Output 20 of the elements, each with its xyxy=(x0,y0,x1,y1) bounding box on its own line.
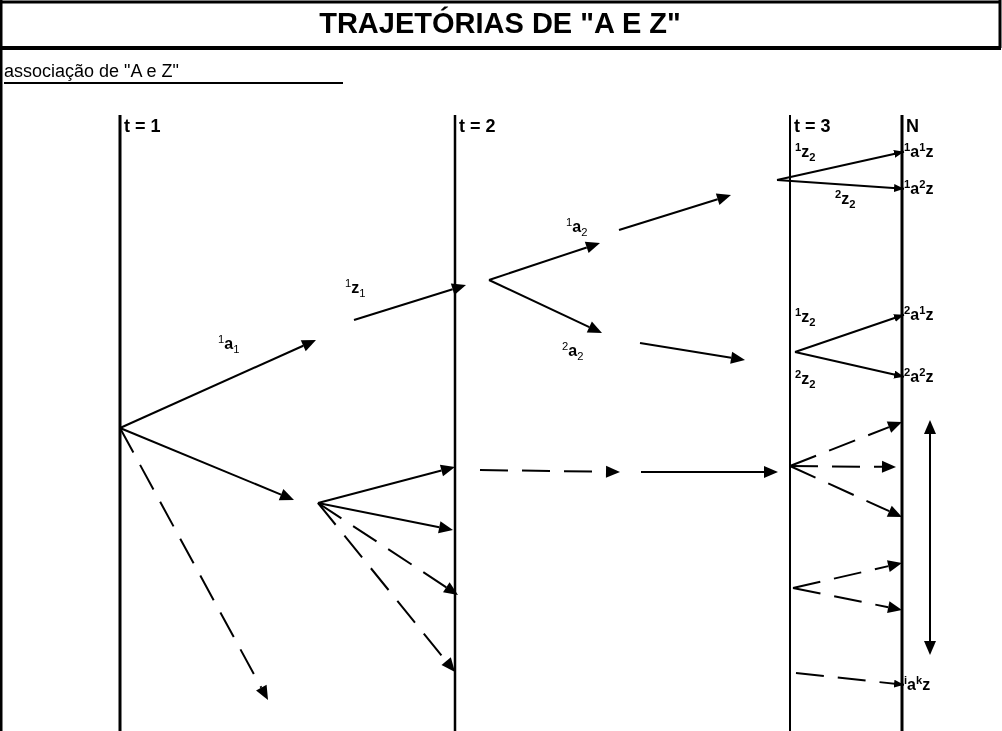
branch-label: $^{2}$a$_{2}$ xyxy=(562,342,584,360)
subtitle: associação de "A e Z" xyxy=(4,62,343,84)
title: TRAJETÓRIAS DE "A E Z" xyxy=(318,8,682,40)
branch-label: $^{1}$a$_{2}$ xyxy=(566,218,588,236)
branch-label: $^{1}$z$_{1}$ xyxy=(345,279,366,297)
outcome-label: $^{1}$a$^{1}$z xyxy=(904,143,934,161)
arrow xyxy=(795,672,905,688)
outcome-label: $^{1}$a$^{2}$z xyxy=(904,180,934,198)
arrow xyxy=(794,313,905,353)
outcome-label: $^{i}$a$^{k}$z xyxy=(904,676,931,694)
outcome-label: $^{2}$a$^{2}$z xyxy=(904,368,934,386)
branch-label: $^{1}$a$_{1}$ xyxy=(218,335,240,353)
branch-label: $^{1}$z$_{2}$ xyxy=(795,308,816,326)
branch-label: $^{2}$z$_{2}$ xyxy=(835,190,856,208)
arrow xyxy=(776,179,905,193)
branch-label: $^{1}$z$_{2}$ xyxy=(795,143,816,161)
branch-label: $^{2}$z$_{2}$ xyxy=(795,370,816,388)
outcome-label: $^{2}$a$^{1}$z xyxy=(904,306,934,324)
arrow xyxy=(794,351,905,379)
arrow xyxy=(776,150,905,181)
